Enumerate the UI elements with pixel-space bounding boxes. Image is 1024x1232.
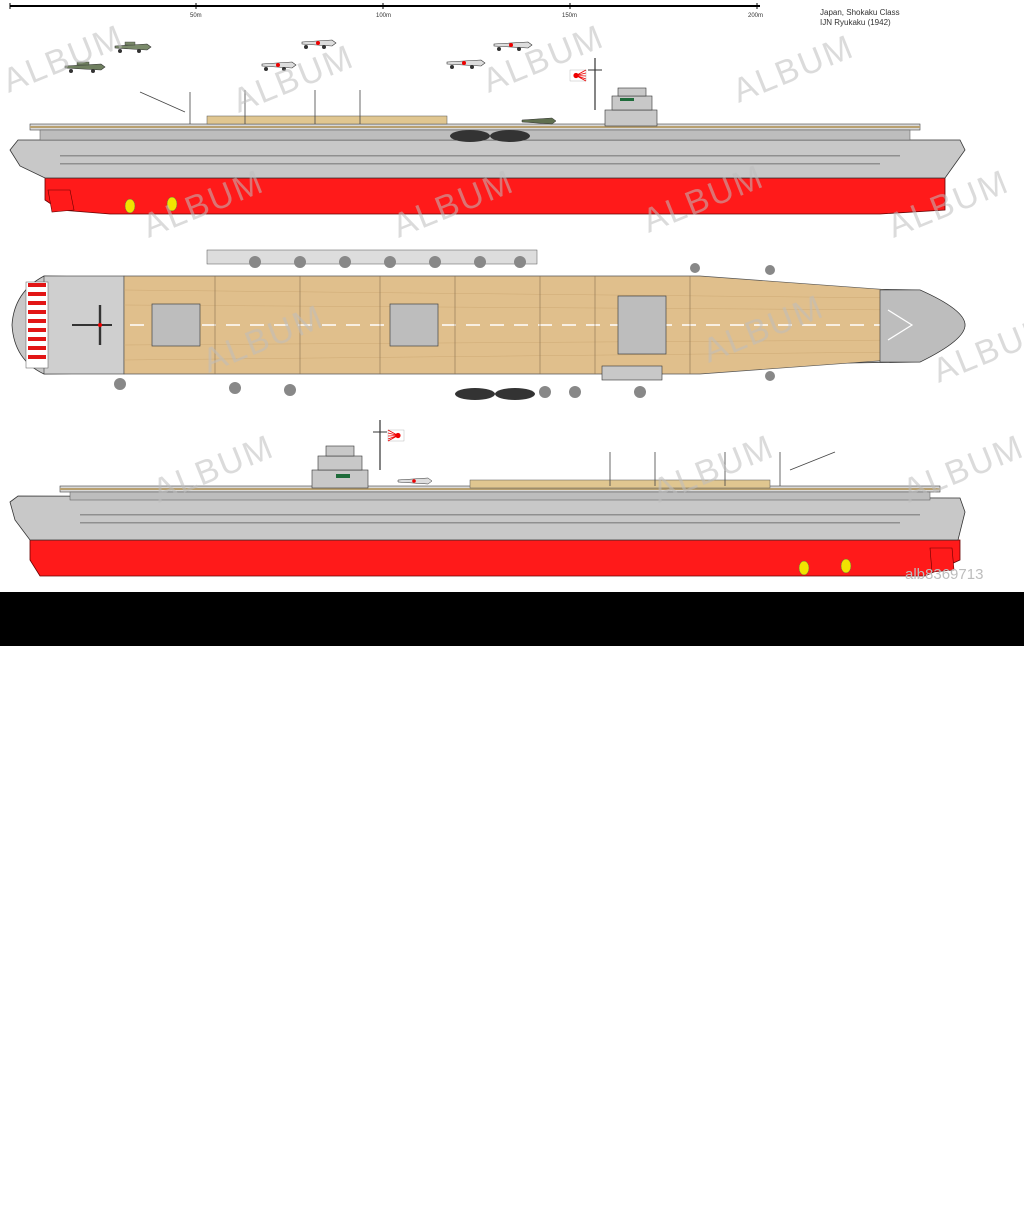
album-logo: ALBUM xyxy=(18,1190,148,1231)
footer-url-link[interactable]: www.album-online.com xyxy=(862,1216,1006,1232)
caption-ship: IJN Ryukaku (1942) xyxy=(820,18,891,27)
deck-aircraft-icon xyxy=(521,117,557,125)
profile-view-starboard xyxy=(9,58,966,215)
aft-elevator xyxy=(151,303,201,347)
footer-bar: ALBUM alb8369713 www.album-online.com xyxy=(0,592,1024,1232)
aircraft-icon xyxy=(493,41,533,51)
aircraft-group xyxy=(64,39,533,73)
propeller-icon xyxy=(798,558,852,576)
caption-class: Japan, Shokaku Class xyxy=(820,8,900,17)
plan-view-flight-deck xyxy=(11,249,966,400)
antenna-masts xyxy=(139,90,361,124)
scale-tick-150: 150m xyxy=(562,13,577,19)
island-superstructure xyxy=(588,58,658,127)
scale-tick-200: 200m xyxy=(748,13,763,19)
deck-joints xyxy=(214,276,691,374)
watermark-image-id: alb8369713 xyxy=(905,566,984,583)
footer-image-id: alb8369713 xyxy=(917,1197,1006,1216)
aa-gun-mounts-bottom xyxy=(114,371,775,398)
aircraft-icon xyxy=(446,59,486,69)
porthole-row xyxy=(60,155,900,165)
ship-illustration: 50m 100m 150m 200m xyxy=(0,0,1024,592)
porthole-row xyxy=(80,514,920,524)
antenna-masts xyxy=(609,451,836,486)
plan-aircraft-icon xyxy=(72,305,112,345)
aircraft-icon xyxy=(261,61,297,71)
profile-view-port xyxy=(9,420,966,577)
propeller-icon xyxy=(124,196,178,214)
scale-bar: 50m 100m 150m 200m xyxy=(9,3,763,19)
naval-ensign-icon xyxy=(569,69,587,82)
aircraft-icon xyxy=(301,39,337,49)
stern-stripes xyxy=(25,281,49,369)
forward-elevator xyxy=(617,295,667,355)
aircraft-icon xyxy=(114,41,152,53)
deck-aircraft-icon xyxy=(397,477,433,485)
aa-gun-mounts-top xyxy=(249,256,775,275)
scale-tick-100: 100m xyxy=(376,13,391,19)
naval-ensign-icon xyxy=(387,429,405,442)
scale-tick-50: 50m xyxy=(190,13,202,19)
island-superstructure xyxy=(311,420,387,489)
mid-elevator xyxy=(389,303,439,347)
aircraft-icon xyxy=(64,61,106,73)
ship-drawing: 50m 100m 150m 200m xyxy=(9,3,966,577)
deck-planks xyxy=(123,289,911,361)
